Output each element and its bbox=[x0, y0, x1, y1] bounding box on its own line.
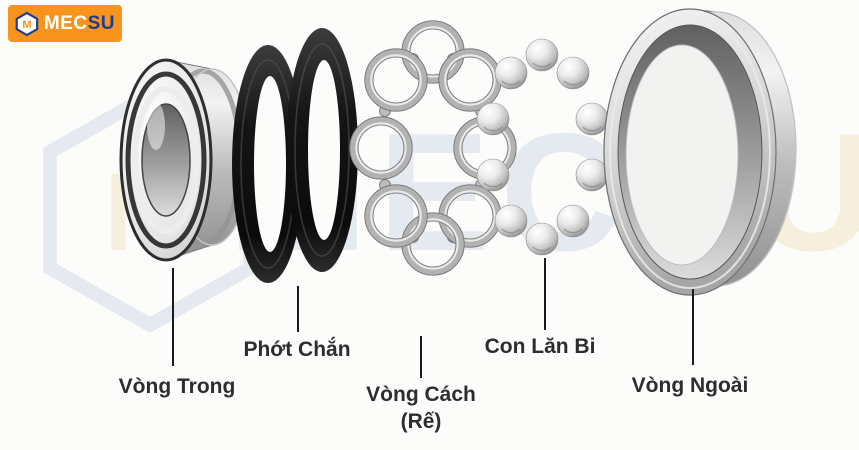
callout-line-inner-ring bbox=[172, 268, 174, 366]
callout-line-outer-ring bbox=[692, 289, 694, 365]
seal-part bbox=[232, 28, 358, 283]
callout-line-balls bbox=[544, 258, 546, 330]
label-cage-line2: (Rế) bbox=[400, 410, 442, 433]
callout-line-seal bbox=[297, 286, 299, 332]
logo-text: MECSU bbox=[43, 13, 115, 34]
label-cage-line1: Vòng Cách bbox=[366, 383, 476, 406]
cage-part bbox=[350, 21, 516, 275]
inner-ring-part bbox=[119, 58, 251, 262]
callout-line-cage bbox=[420, 336, 422, 378]
label-balls: Con Lăn Bi bbox=[484, 335, 596, 358]
outer-ring-part bbox=[603, 8, 797, 296]
label-cage: Vòng Cách (Rế) bbox=[366, 381, 476, 435]
logo-monogram: M bbox=[22, 19, 31, 31]
balls-part bbox=[476, 38, 609, 256]
label-inner-ring: Vòng Trong bbox=[118, 375, 236, 398]
label-seal: Phớt Chắn bbox=[243, 338, 351, 361]
label-outer-ring: Vòng Ngoài bbox=[631, 374, 749, 397]
brand-logo: M MECSU bbox=[8, 5, 122, 42]
hexagon-logo-icon: M bbox=[15, 11, 39, 36]
